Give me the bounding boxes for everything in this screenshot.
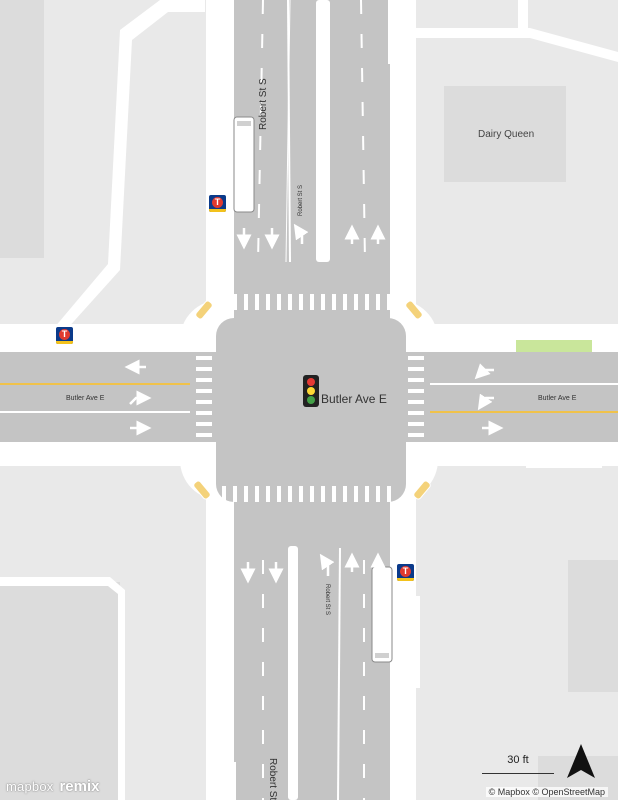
transit-stop-glyph: T — [212, 197, 223, 208]
scale-label: 30 ft — [507, 754, 529, 766]
bus-icon — [233, 116, 255, 213]
mapbox-logo[interactable]: mapbox — [6, 779, 54, 794]
building — [568, 560, 618, 692]
dashed-lane-lines — [257, 0, 366, 800]
transit-stop-icon[interactable]: T — [56, 327, 73, 344]
transit-stop-glyph: T — [59, 329, 70, 340]
bus-icon — [371, 566, 393, 663]
building — [0, 582, 120, 800]
crosswalks — [196, 294, 424, 502]
map-attribution[interactable]: © Mapbox © OpenStreetMap — [485, 787, 608, 797]
curb-ramps — [193, 300, 431, 500]
building — [0, 0, 44, 258]
park-strip — [516, 340, 592, 352]
poi-label-dairy-queen[interactable]: Dairy Queen — [478, 129, 535, 140]
street-label-butler-east: Butler Ave E — [538, 395, 577, 402]
street-label-robert-south-small: Robert St S — [324, 584, 330, 616]
transit-stop-glyph: T — [400, 566, 411, 577]
intersection-label: Butler Ave E — [321, 392, 387, 406]
north-arrow-icon — [566, 742, 596, 780]
center-lines — [0, 383, 618, 413]
lane-arrow-icon — [124, 223, 504, 584]
scale-line — [482, 773, 554, 774]
map-branding: mapbox remix — [6, 778, 99, 795]
building-dairy-queen — [444, 86, 566, 182]
scale-bar: 30 ft — [482, 754, 554, 774]
street-label-robert-north-small: Robert St S — [298, 184, 304, 216]
traffic-signal-icon[interactable] — [303, 375, 319, 412]
transit-stop-icon[interactable]: T — [397, 564, 414, 581]
medians — [208, 0, 618, 800]
street-label-butler-west: Butler Ave E — [66, 395, 105, 402]
transit-stop-icon[interactable]: T — [209, 195, 226, 212]
street-label-robert-north: Robert St S — [258, 78, 269, 130]
remix-logo[interactable]: remix — [59, 778, 100, 795]
street-label-robert-south: Robert St S — [267, 758, 278, 800]
